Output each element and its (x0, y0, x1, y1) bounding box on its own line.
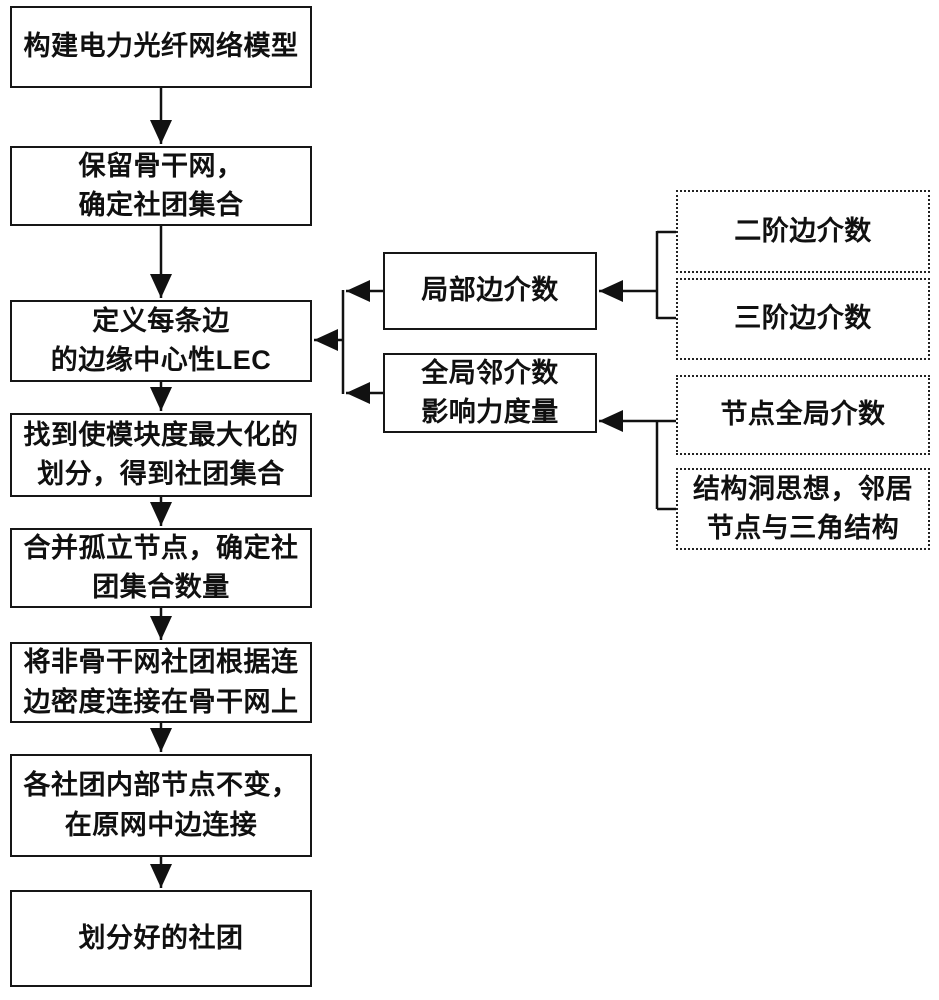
flow-step-keep-internal-nodes: 各社团内部节点不变， 在原网中边连接 (10, 754, 312, 857)
flow-step-final-communities: 划分好的社团 (10, 890, 312, 987)
input-box-local-edge-betweenness: 局部边介数 (383, 252, 597, 330)
flow-step-keep-backbone: 保留骨干网， 确定社团集合 (10, 146, 312, 226)
flow-step-build-model: 构建电力光纤网络模型 (10, 6, 312, 88)
detail-box-third-order-edge-betweenness: 三阶边介数 (676, 278, 930, 360)
detail-box-second-order-edge-betweenness: 二阶边介数 (676, 190, 930, 273)
flow-step-maximize-modularity: 找到使模块度最大化的 划分，得到社团集合 (10, 413, 312, 497)
detail-box-structural-hole: 结构洞思想，邻居 节点与三角结构 (676, 468, 930, 550)
flow-step-define-lec: 定义每条边 的边缘中心性LEC (10, 300, 312, 382)
flow-step-attach-non-backbone: 将非骨干网社团根据连 边密度连接在骨干网上 (10, 642, 312, 723)
input-box-global-neighbor-influence: 全局邻介数 影响力度量 (383, 353, 597, 433)
detail-box-node-global-betweenness: 节点全局介数 (676, 375, 930, 455)
flow-step-merge-isolated-nodes: 合并孤立节点，确定社 团集合数量 (10, 528, 312, 608)
